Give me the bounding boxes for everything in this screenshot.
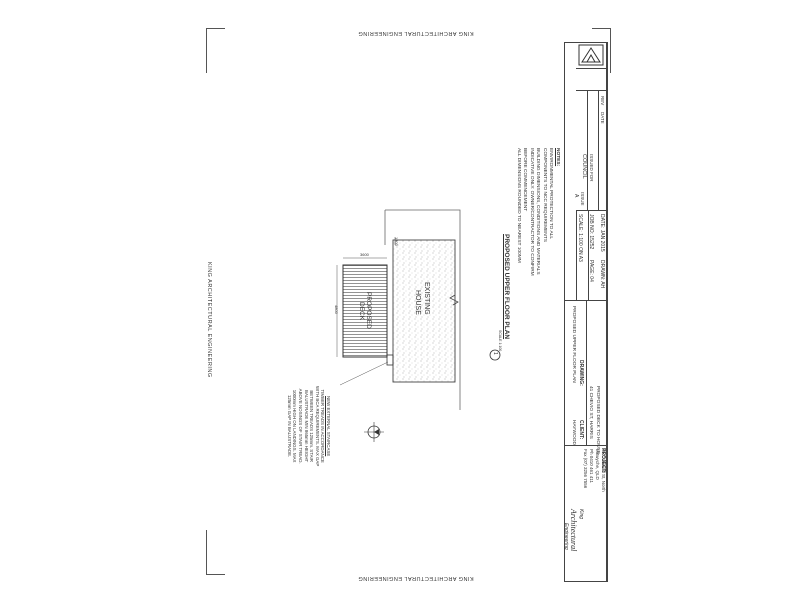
job-info-block: DATE: JAN 2015 DRAWN: AH JOB NO: 15252 P… — [564, 210, 607, 301]
project-info-block: PROJECT: PROPOSED DECK TO HOUSE 41 CHEVI… — [564, 300, 607, 473]
watermark-bottom: KING ARCHITECTURAL ENGINEERING — [358, 575, 474, 581]
stair — [386, 354, 394, 366]
project-value: PROPOSED DECK TO HOUSE — [595, 386, 600, 455]
plan-title-scale: SCALE 1:100 — [498, 330, 502, 352]
issue-label: ISSUE — [580, 192, 585, 206]
drawing-label: DRAWING: — [578, 360, 584, 386]
house-label-1: EXISTING — [423, 282, 430, 315]
issued-for-value: COUNCIL — [581, 154, 587, 179]
stair-note-line: BETWEEN TREADS 125mm. STAIR — [309, 390, 315, 462]
job-field: JOB NO: 15252 — [588, 214, 594, 250]
scale-field: SCALE: 1:100 ON A3 — [577, 214, 583, 262]
firm-address-3: Ph 0410 461 411 — [589, 449, 594, 483]
break-line — [449, 294, 459, 306]
revision-table: REV DATE ISSUED FOR COUNCIL ISSUE A — [573, 42, 607, 211]
north-arrow-icon — [364, 422, 384, 442]
notes-line: ALL DIMENSIONS ROUNDED TO NEAREST 100MM — [516, 148, 521, 263]
firm-address-2: Lutwyche, QLD — [595, 449, 600, 480]
notes-line: COMPONENTS TO NCC REQUIREMENTS — [542, 148, 547, 242]
logo-line-2: Architectural — [569, 509, 578, 552]
project-address: 41 CHEVIO ST, HARRIS — [588, 386, 593, 439]
firm-info-block: 91 Cornwall St, North Lutwyche, QLD Ph 0… — [563, 445, 607, 582]
rev-date: DATE — [600, 112, 605, 124]
drawn-field: DRAWN: AH — [599, 260, 605, 289]
stair-note-line: 125mm GAP IN BALUSTRADE. — [286, 394, 292, 458]
notes-line: INDICATIVE ONLY. OWNER/CONTRACTOR TO CON… — [529, 148, 534, 276]
company-logo-icon — [578, 44, 604, 66]
stair-note-line: WITH BCA REQUIREMENTS. MAX GAP — [314, 386, 320, 467]
notes-line: ENVIRONMENTAL PROTECTION TO ALL — [548, 148, 554, 239]
crop-mark-top-right — [592, 28, 611, 73]
date-field: DATE: JAN 2015 — [599, 214, 605, 252]
stair-note-line: 1000mm HIGH ON LANDINGS. MAX — [292, 389, 298, 463]
rev-label: REV — [600, 96, 605, 106]
title-block-logo-cell — [576, 42, 607, 69]
leader-line — [339, 361, 389, 386]
dim-top-label: 3600 — [360, 252, 369, 257]
plan-title: PROPOSED UPPER FLOOR PLAN — [503, 234, 510, 340]
stair-note: NEW EXTERNAL STAIRCASE TIMBER TREADS IN … — [286, 386, 331, 466]
plan-ref-number: 1 — [492, 352, 498, 355]
crop-mark-bottom-left — [206, 530, 225, 575]
watermark-left: KING ARCHITECTURAL ENGINEERING — [206, 262, 212, 378]
watermark-top: KING ARCHITECTURAL ENGINEERING — [358, 30, 474, 36]
issued-for-label: ISSUED FOR — [589, 154, 594, 182]
notes-heading: NOTES: — [555, 148, 560, 167]
stair-note-line: ABOVE NOSINGS OF STAIR TREAD. — [298, 388, 304, 464]
firm-address-1: 91 Cornwall St, North — [601, 449, 606, 492]
sheet-border — [575, 42, 608, 582]
notes-line: BUILDING DIMENSIONS, CONDITIONS AND MATE… — [535, 148, 541, 275]
stair-note-line: BALUSTRADE MIN 865mm HEIGHT — [303, 390, 309, 463]
crop-mark-top-left — [206, 28, 225, 73]
logo-area: King Architectural Engineering — [563, 505, 586, 582]
deck-label-1: PROPOSED — [365, 292, 372, 329]
dim-small-label: 1300 — [394, 237, 399, 246]
issue-value: A — [573, 194, 579, 198]
title-block — [564, 42, 607, 582]
drawing-value: PROPOSED UPPER FLOOR PLAN — [571, 306, 576, 383]
deck-label-2: DECK — [358, 302, 365, 321]
house-label-2: HOUSE — [414, 290, 421, 315]
client-label: CLIENT: — [578, 420, 584, 440]
logo-line-1: King — [578, 509, 584, 520]
firm-address-4: Fax (07) 3256 7556 — [583, 449, 588, 489]
dim-side-label: 4800 — [334, 305, 339, 314]
notes-block: NOTES: ENVIRONMENTAL PROTECTION TO ALL C… — [515, 148, 560, 276]
stair-note-line: NEW EXTERNAL STAIRCASE — [326, 396, 331, 457]
stair-note-line: TIMBER TREADS IN ACCORDANCE — [320, 389, 326, 463]
page-field: PAGE: 04 — [588, 260, 594, 282]
client-value: HAYWOOD — [571, 420, 576, 445]
logo-line-3: Engineering — [563, 523, 569, 550]
